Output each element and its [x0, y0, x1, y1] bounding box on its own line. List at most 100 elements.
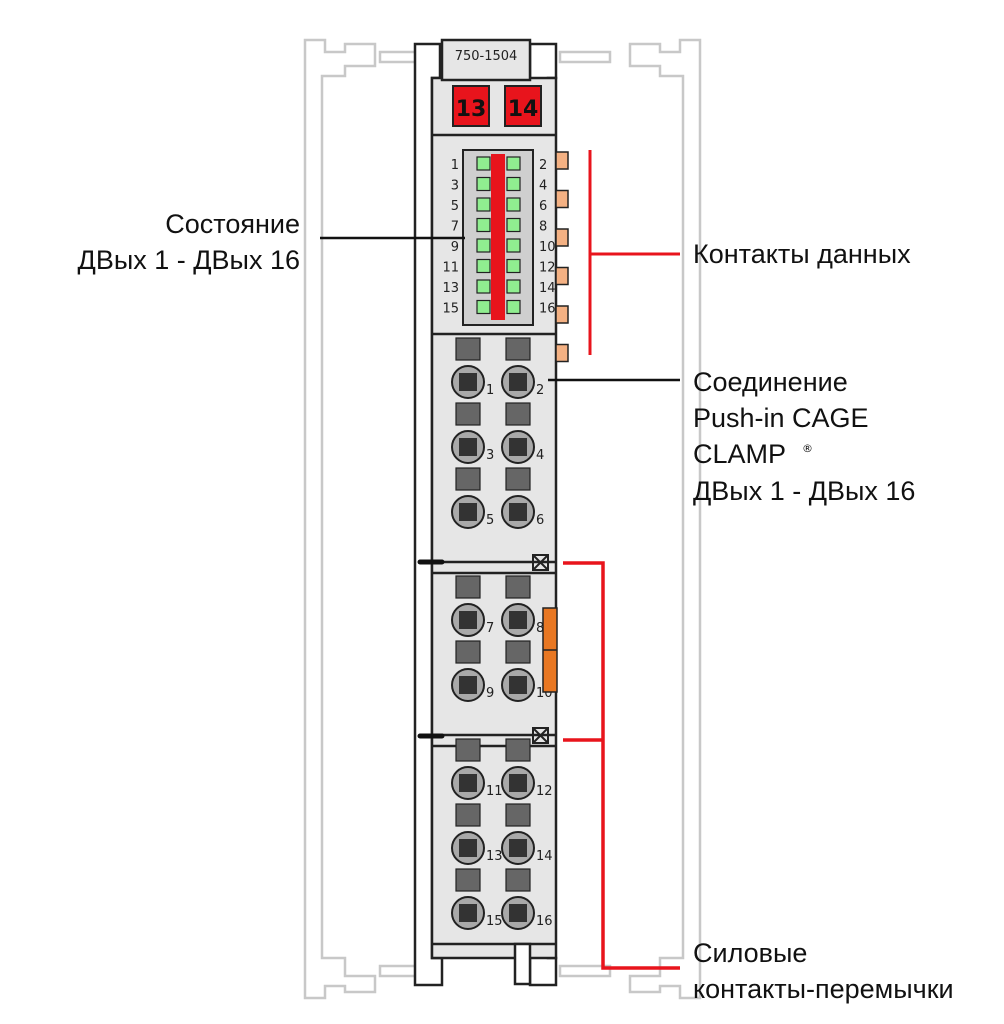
channel-markers: 13 14: [452, 85, 542, 127]
release-button: [505, 467, 531, 491]
clamp-wire-entry: [459, 503, 477, 521]
release-button: [455, 640, 481, 664]
terminal-number: 15: [486, 914, 503, 929]
data-contact-pin: [555, 343, 569, 363]
led-number: 8: [539, 220, 547, 235]
clamp-wire-entry: [509, 438, 527, 456]
clamp-wire-entry: [509, 839, 527, 857]
led-number: 6: [539, 199, 547, 214]
terminal-number: 12: [536, 784, 553, 799]
release-button: [505, 575, 531, 599]
led-number: 9: [451, 240, 459, 255]
terminal-number: 6: [536, 513, 544, 528]
release-button: [455, 337, 481, 361]
led-number: 13: [442, 281, 459, 296]
release-button: [455, 402, 481, 426]
led-number: 10: [539, 240, 556, 255]
terminal-number: 2: [536, 383, 544, 398]
clamp-wire-entry: [459, 774, 477, 792]
release-button: [455, 868, 481, 892]
terminal-number: 16: [536, 914, 553, 929]
power-contacts-bracket: [563, 561, 680, 970]
clamp-wire-entry: [509, 503, 527, 521]
terminal-number: 14: [536, 849, 553, 864]
release-button: [505, 402, 531, 426]
channel-marker-14: 14: [508, 97, 539, 122]
release-button: [505, 868, 531, 892]
led-number: 5: [451, 199, 459, 214]
connection-label-line4: ДВых 1 - ДВых 16: [693, 476, 915, 506]
led-number: 12: [539, 261, 556, 276]
led-11: [476, 258, 491, 274]
terminal-number: 13: [486, 849, 503, 864]
data-contact-pins: [555, 151, 569, 363]
led-number: 7: [451, 220, 459, 235]
clamp-wire-entry: [459, 676, 477, 694]
data-contact-pin: [555, 305, 569, 324]
clamp-wire-entry: [509, 611, 527, 629]
data-contacts-label: Контакты данных: [693, 239, 911, 269]
led-number: 3: [451, 179, 459, 194]
terminal-number: 9: [486, 686, 494, 701]
release-button: [505, 640, 531, 664]
led-16: [506, 299, 521, 315]
release-button: [505, 337, 531, 361]
connection-label-line1: Соединение: [693, 367, 848, 397]
terminal-number: 4: [536, 448, 544, 463]
led-15: [476, 299, 491, 315]
power-contacts-label-line1: Силовые: [693, 938, 807, 968]
led-4: [506, 176, 521, 192]
status-label-line1: Состояние: [165, 209, 300, 239]
clamp-wire-entry: [459, 839, 477, 857]
led-7: [476, 217, 491, 233]
led-number: 2: [539, 158, 547, 173]
led-12: [506, 258, 521, 274]
module-model-label: 750-1504: [455, 49, 518, 64]
data-contact-pin: [555, 228, 569, 247]
terminal-number: 11: [486, 784, 503, 799]
release-button: [455, 467, 481, 491]
led-10: [506, 238, 521, 253]
terminal-number: 1: [486, 383, 494, 398]
led-5: [476, 197, 491, 212]
terminal-number: 7: [486, 621, 494, 636]
registered-mark: ®: [802, 442, 813, 455]
led-1: [476, 156, 491, 171]
led-number: 4: [539, 179, 547, 194]
terminal-number: 3: [486, 448, 494, 463]
led-3: [476, 176, 491, 192]
data-contact-pin: [555, 189, 569, 209]
clamp-wire-entry: [509, 774, 527, 792]
led-number: 11: [442, 261, 459, 276]
led-13: [476, 279, 491, 294]
release-button: [455, 575, 481, 599]
clamp-wire-entry: [509, 676, 527, 694]
terminal-number: 5: [486, 513, 494, 528]
connection-label-line3: CLAMP: [693, 439, 786, 469]
clamp-wire-entry: [459, 904, 477, 922]
data-contact-pin: [555, 266, 569, 286]
terminal-number: 8: [536, 621, 544, 636]
release-button: [455, 738, 481, 762]
clamp-wire-entry: [509, 904, 527, 922]
power-contacts-label-line2: контакты-перемычки: [693, 974, 954, 1004]
led-8: [506, 217, 521, 233]
clamp-wire-entry: [509, 373, 527, 391]
clamp-wire-entry: [459, 373, 477, 391]
led-number: 16: [539, 302, 556, 317]
release-button: [505, 803, 531, 827]
led-number: 14: [539, 281, 556, 296]
led-9: [476, 238, 491, 253]
led-2: [506, 156, 521, 171]
connection-label-line2: Push-in CAGE: [693, 403, 869, 433]
led-number: 15: [442, 302, 459, 317]
channel-marker-13: 13: [456, 97, 487, 122]
led-number: 1: [451, 158, 459, 173]
release-button: [505, 738, 531, 762]
led-14: [506, 279, 521, 294]
led-6: [506, 197, 521, 212]
clamp-wire-entry: [459, 438, 477, 456]
data-contact-pin: [555, 151, 569, 170]
